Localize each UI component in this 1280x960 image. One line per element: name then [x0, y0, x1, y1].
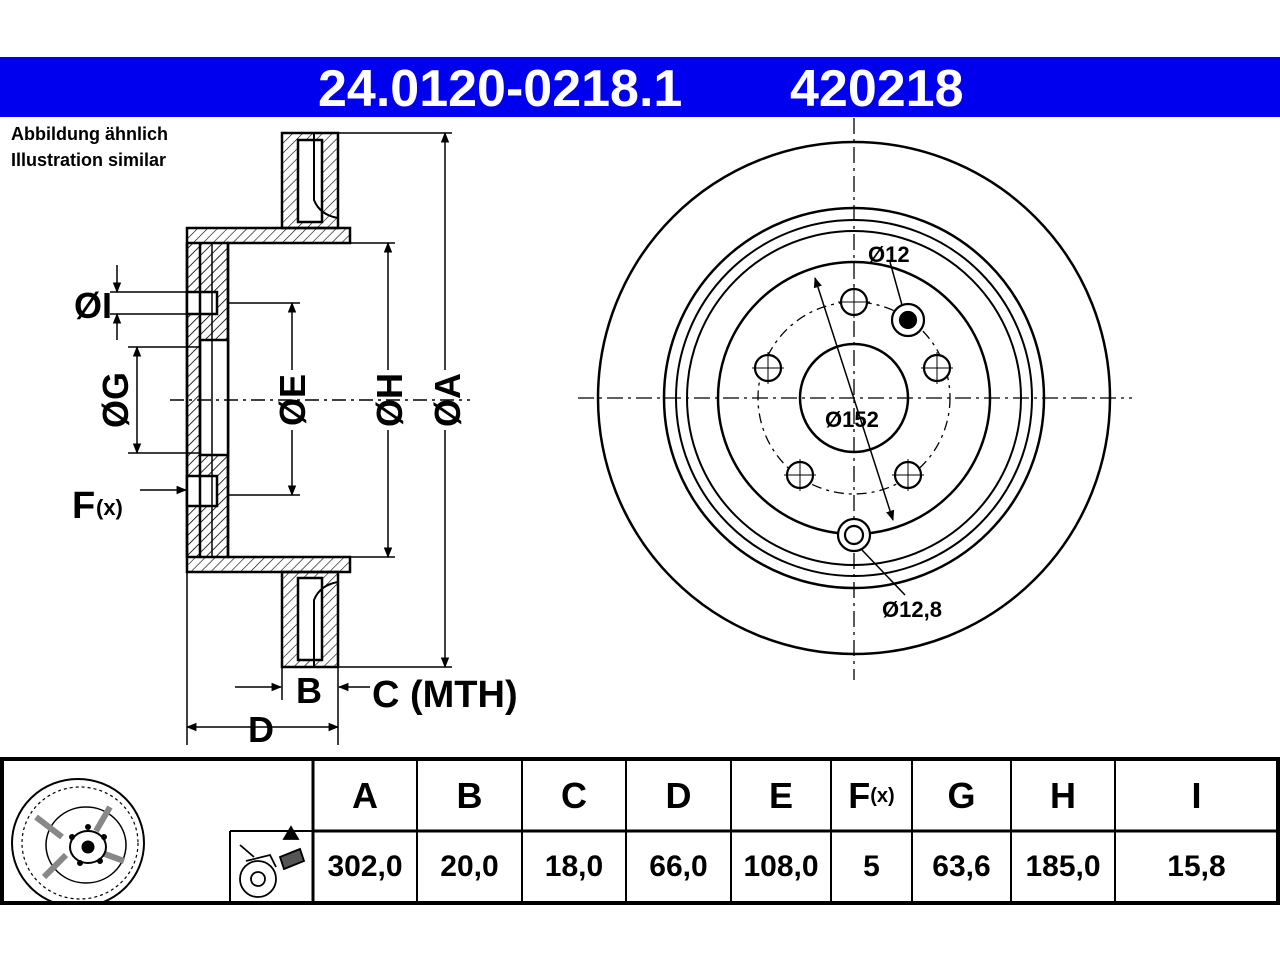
value-cell-f: 5 — [863, 850, 880, 883]
header-cell-c: C — [561, 775, 587, 816]
label-f-sub: (x) — [96, 495, 123, 520]
value-cell-d: 66,0 — [649, 850, 708, 883]
value-cell-i: 15,8 — [1167, 850, 1226, 883]
label-f: F — [72, 485, 95, 527]
header-f-main: F — [848, 775, 871, 816]
value-cell-a: 302,0 — [327, 850, 403, 883]
spec-table-grid — [0, 757, 1280, 905]
bolt-hole — [838, 286, 870, 318]
side-dimension-lines — [110, 131, 452, 745]
header-cell-b: B — [456, 775, 483, 816]
label-dia-g: ØG — [95, 372, 136, 428]
bolt-holes — [752, 286, 953, 553]
header-bar — [0, 57, 1280, 117]
illustration-note-de: Abbildung ähnlich — [11, 124, 168, 144]
bolt-hole — [921, 352, 953, 384]
dowel-hole — [836, 517, 872, 553]
label-dia-e: ØE — [272, 374, 313, 426]
bolt-hole — [752, 352, 784, 384]
threaded-hole — [890, 302, 926, 338]
label-b: B — [296, 670, 322, 711]
header-cell-g: G — [947, 775, 976, 816]
header-cell-i: I — [1191, 775, 1202, 816]
value-cell-b: 20,0 — [440, 850, 499, 883]
header-cell-f: F(x) — [831, 761, 912, 831]
spec-table: A B C D E F(x) G H I 302,0 20,0 18,0 66,… — [0, 757, 1280, 905]
header-f-sub: (x) — [870, 784, 895, 807]
item-number: 420218 — [790, 60, 964, 118]
part-number: 24.0120-0218.1 — [318, 60, 683, 118]
header-cell-d: D — [665, 775, 692, 816]
value-cell-g: 63,6 — [932, 850, 991, 883]
brake-disc-thumbnail-icon — [11, 778, 145, 905]
front-leaders — [813, 261, 906, 596]
header-cell-e: E — [768, 775, 793, 816]
value-cell-e: 108,0 — [743, 850, 819, 883]
label-hole-dia: Ø12 — [868, 242, 910, 267]
label-dia-a: ØA — [427, 373, 468, 427]
value-cell-h: 185,0 — [1025, 850, 1101, 883]
label-d: D — [248, 709, 274, 750]
label-dia-i: ØI — [74, 285, 112, 326]
illustration-note-en: Illustration similar — [11, 150, 167, 170]
bolt-hole — [892, 459, 924, 491]
label-threaded-hole: Ø12,8 — [882, 597, 942, 622]
header-cell-a: A — [352, 775, 378, 816]
header-cell-h: H — [1050, 775, 1076, 816]
disc-section-view — [185, 131, 352, 669]
bolt-hole — [784, 459, 816, 491]
value-cell-c: 18,0 — [544, 850, 604, 883]
front-centerlines — [578, 118, 1132, 680]
measurement-warning-icon — [239, 825, 306, 898]
label-pcd: Ø152 — [825, 407, 879, 432]
label-c-mth: C (MTH) — [372, 674, 518, 716]
label-dia-h: ØH — [369, 373, 410, 427]
